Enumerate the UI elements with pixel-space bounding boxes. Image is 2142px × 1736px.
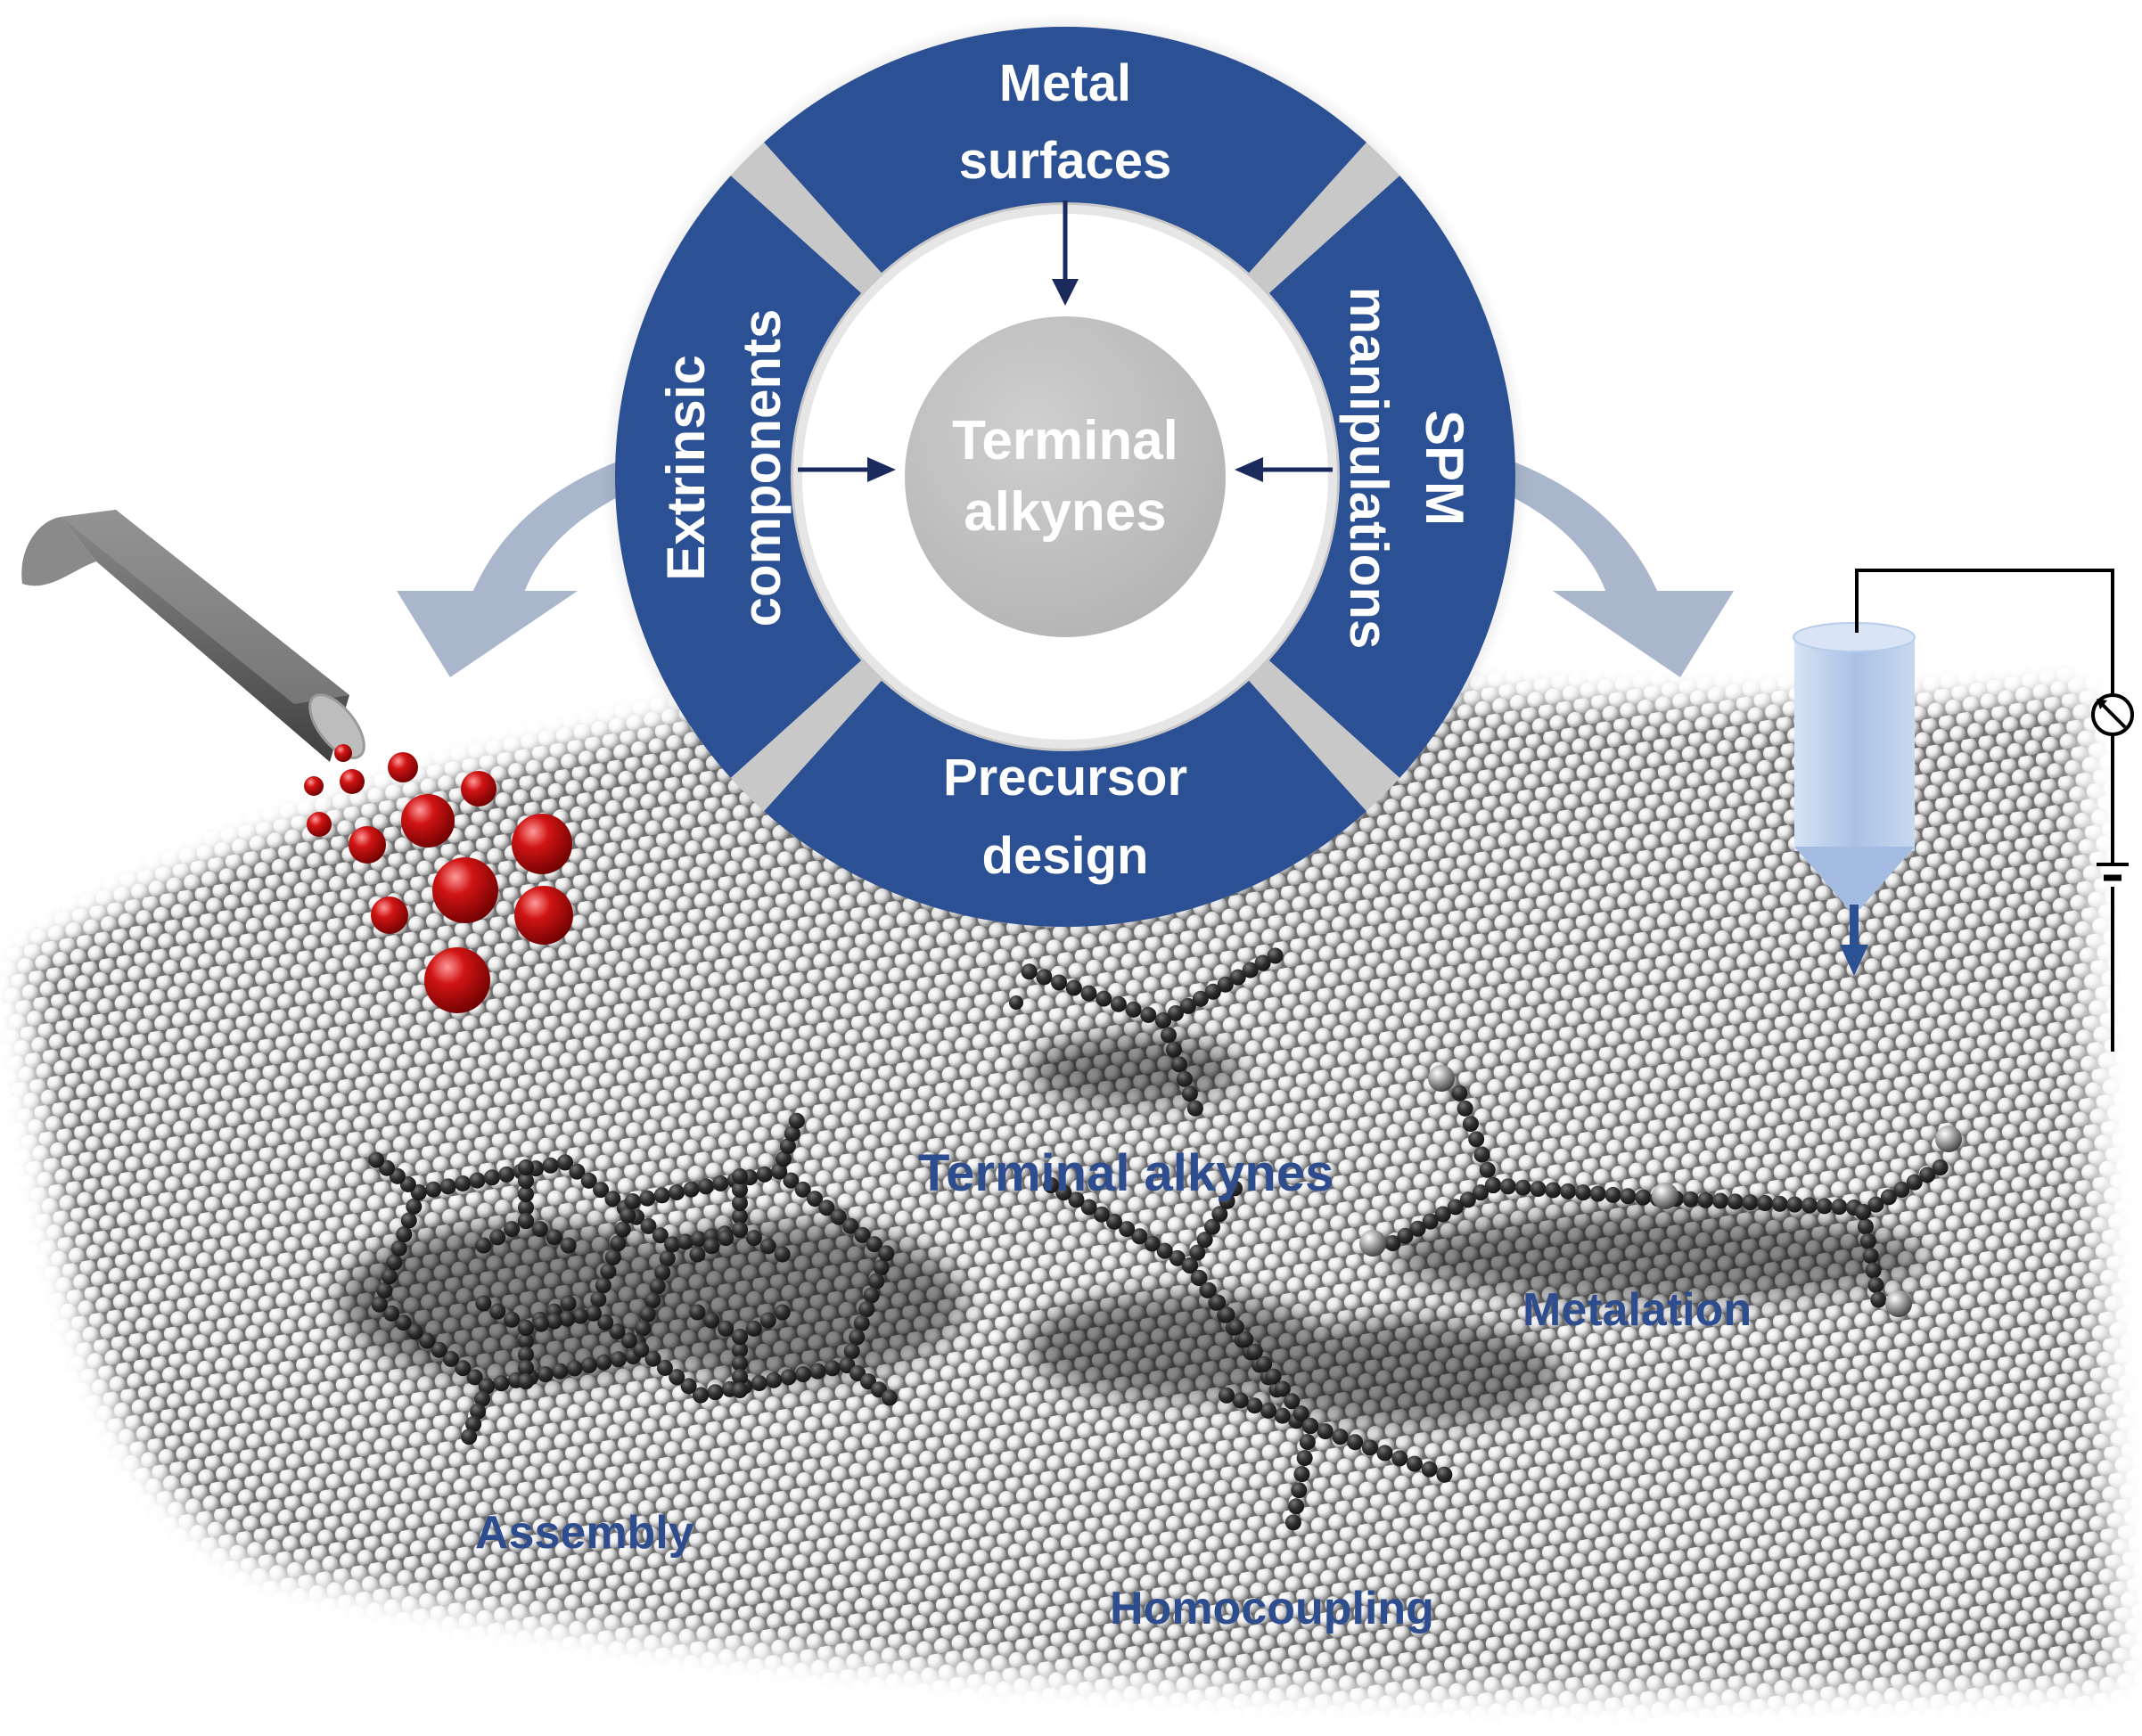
red-atom [512, 814, 572, 874]
metal-surfaces-line2: surfaces [959, 132, 1172, 190]
homocoupling-molecule [1043, 1177, 1198, 1273]
assembly-network-arm [770, 1112, 805, 1180]
assembly-network-arm [461, 1378, 496, 1445]
segment-extrinsic-components [614, 176, 862, 778]
ring-segments [614, 26, 1516, 927]
red-atom [349, 826, 386, 864]
assembly-label: Assembly [475, 1507, 694, 1559]
battery-icon [2097, 863, 2129, 881]
center-label-line1: Terminal [952, 410, 1178, 471]
center-circle [905, 316, 1226, 637]
spm-manipulations-line1: SPM [1415, 410, 1474, 526]
metalation-label: Metalation [1522, 1284, 1752, 1336]
red-atom [371, 897, 408, 934]
red-atom [334, 744, 352, 762]
assembly-inner-star [518, 1295, 577, 1336]
metal-adatom [1428, 1065, 1455, 1092]
terminal-alkyne-molecule [1155, 1012, 1203, 1117]
center-label-line2: alkynes [964, 481, 1167, 543]
assembly-inner-star [732, 1222, 791, 1263]
assembly-network-bond [371, 1184, 427, 1313]
spm-tip-icon [1793, 622, 1916, 976]
red-atom [514, 886, 573, 945]
red-atom [340, 769, 365, 794]
spm-manipulations-line2: manipulations [1339, 287, 1399, 650]
ammeter-icon [2091, 693, 2134, 736]
homocoupling-molecule [1302, 1418, 1453, 1483]
metalation-molecule [1451, 1085, 1501, 1193]
terminal-alkyne-molecule [1155, 947, 1284, 1028]
evaporator-tube-icon [21, 510, 365, 762]
assembly-network-arm [368, 1151, 427, 1201]
red-atom [424, 947, 490, 1013]
metal-adatom [1935, 1126, 1962, 1152]
right-curved-arrow-head [1553, 591, 1734, 677]
metalation-molecule [1668, 1191, 1862, 1216]
precursor-design-line2: design [982, 827, 1149, 885]
extrinsic-components-line2: components [732, 309, 792, 627]
homocoupling-label: Homocoupling [1110, 1583, 1434, 1634]
homocoupling-molecule [1182, 1257, 1318, 1434]
extrinsic-components-line1: Extrinsic [656, 355, 716, 580]
assembly-network-arm [839, 1356, 898, 1406]
left-curved-arrow-head [397, 591, 578, 677]
assembly-network-arm [533, 1305, 602, 1332]
red-atom [388, 752, 418, 782]
homocoupling-molecule [1182, 1180, 1243, 1273]
molecules-group [368, 947, 1962, 1531]
red-atom [304, 776, 324, 796]
circuit-wire [1855, 569, 2114, 1052]
red-atom [401, 794, 455, 848]
assembly-network-bond [770, 1163, 895, 1262]
metal-surfaces-line1: Metal [999, 54, 1131, 112]
segment-metal-surfaces [764, 26, 1366, 274]
metalation-molecule [1855, 1204, 1871, 1220]
segment-precursor-design [764, 680, 1366, 927]
assembly-inner-star [518, 1213, 577, 1254]
metal-adatom [1652, 1183, 1678, 1209]
metal-adatom [1359, 1230, 1386, 1257]
metal-atom-spheres [304, 744, 573, 1013]
assembly-inner-star [732, 1304, 791, 1345]
metal-adatom [1885, 1290, 1912, 1317]
precursor-design-line1: Precursor [943, 749, 1187, 807]
red-atom [432, 857, 498, 923]
inward-arrows [798, 201, 1333, 482]
segment-spm-manipulations [1268, 176, 1516, 778]
terminal-alkynes-label: Terminal alkynes [918, 1144, 1334, 1202]
red-atom [307, 812, 332, 837]
red-atom [461, 771, 497, 807]
